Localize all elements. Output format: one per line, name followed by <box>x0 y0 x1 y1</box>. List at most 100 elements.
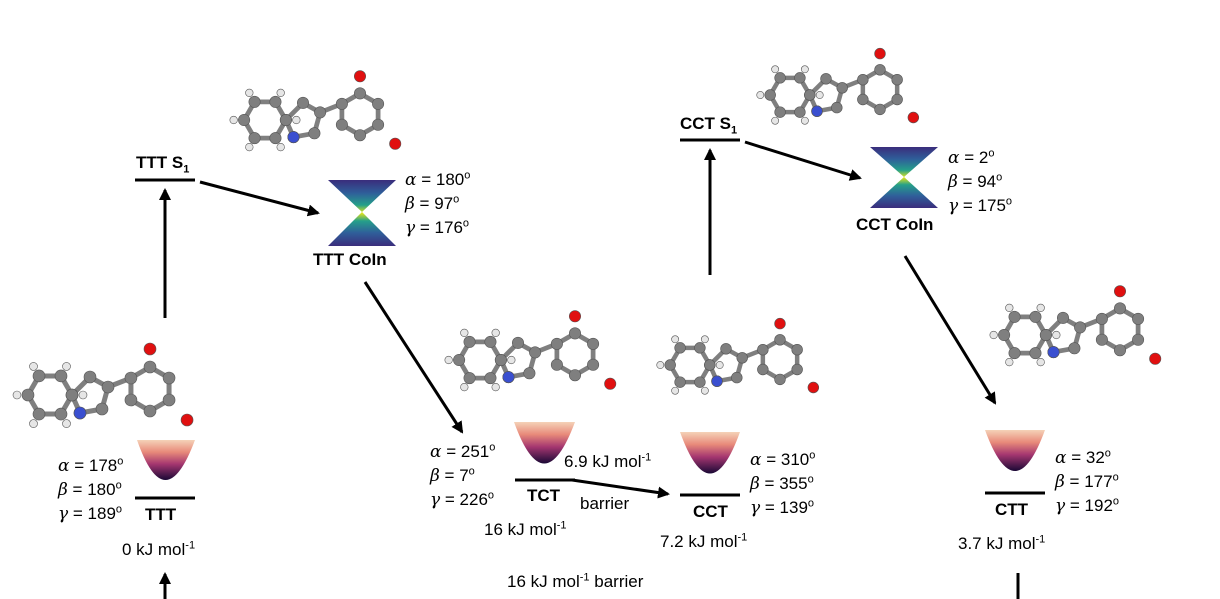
barrier-tct-cct-value: 6.9 kJ mol-1 <box>564 451 652 471</box>
energy-cct: 7.2 kJ mol-1 <box>660 531 748 551</box>
atom <box>335 97 348 110</box>
angles-ctt: α = 32o β = 177o γ = 192o <box>1055 448 1119 520</box>
atom <box>143 342 157 356</box>
atom <box>568 310 581 323</box>
arrow-ttt-coin-to-tct <box>363 281 464 434</box>
atom <box>494 353 507 366</box>
atom <box>891 73 903 86</box>
atom <box>731 371 743 384</box>
atom <box>296 96 309 109</box>
atom <box>353 70 366 83</box>
atom <box>248 132 261 145</box>
atom <box>29 362 38 371</box>
gamma-cct: γ = 139o <box>750 497 815 518</box>
atom <box>1068 342 1081 355</box>
beta-tct: β = 7o <box>430 465 475 486</box>
atom <box>292 115 301 125</box>
molecule-cct <box>656 317 820 395</box>
atom <box>65 388 79 402</box>
atom <box>162 371 176 385</box>
state-label-ttt: TTT <box>145 505 177 524</box>
atom <box>314 106 327 119</box>
alpha-cct-coin: α = 2o <box>948 147 995 168</box>
atom <box>715 361 724 369</box>
atom <box>529 346 542 359</box>
atom <box>1114 302 1127 315</box>
state-label-ctt: CTT <box>995 500 1029 519</box>
atom <box>353 129 366 142</box>
atom <box>491 383 500 392</box>
atom <box>73 406 87 420</box>
atom <box>774 72 786 84</box>
atom <box>568 369 581 382</box>
energy-ttt: 0 kJ mol-1 <box>122 539 196 559</box>
atom <box>372 118 385 131</box>
atom <box>1114 285 1127 298</box>
atom <box>757 363 769 376</box>
atom <box>491 328 500 337</box>
atom <box>587 358 600 371</box>
atom <box>831 101 843 114</box>
atom <box>671 386 680 395</box>
state-label-cct-s1: CCT S1 <box>680 114 738 137</box>
gamma-tct: γ = 226o <box>430 489 495 510</box>
atom <box>857 93 869 106</box>
atom <box>269 95 282 108</box>
angles-ttt-coin: α = 180o β = 97o γ = 176o <box>405 170 470 242</box>
atom <box>771 65 780 74</box>
atom <box>736 352 748 364</box>
atom <box>756 91 765 99</box>
atom <box>757 344 769 356</box>
atom <box>484 335 497 348</box>
atom <box>101 380 115 394</box>
atom <box>1095 312 1108 325</box>
atom <box>444 355 453 365</box>
barrier-tct-cct-word: barrier <box>580 494 630 513</box>
atom <box>162 393 176 407</box>
atom <box>143 404 157 418</box>
atom <box>463 335 476 348</box>
atom <box>1052 330 1061 340</box>
atom <box>460 328 469 337</box>
alpha-cct: α = 310o <box>750 449 816 470</box>
atom <box>124 371 138 385</box>
atom <box>124 393 138 407</box>
atom <box>245 143 254 152</box>
alpha-tct: α = 251o <box>430 441 496 462</box>
state-label-tct: TCT <box>527 486 561 505</box>
gamma-ttt: γ = 189o <box>58 503 123 524</box>
arrow-tct-to-cct <box>571 478 670 499</box>
atom <box>29 419 38 428</box>
atom <box>1008 347 1021 360</box>
atom <box>1008 310 1021 323</box>
energy-ctt: 3.7 kJ mol-1 <box>958 533 1046 553</box>
atom <box>674 376 686 388</box>
angles-cct-coin: α = 2o β = 94o γ = 175o <box>948 148 1012 220</box>
atom <box>700 335 709 344</box>
atom <box>807 381 820 394</box>
atom <box>308 127 321 140</box>
atom <box>248 95 261 108</box>
atom <box>1029 347 1042 360</box>
atom <box>353 87 366 100</box>
atom <box>1114 344 1127 357</box>
energy-tct: 16 kJ mol-1 <box>484 519 567 539</box>
atom <box>874 64 886 76</box>
atom <box>1029 310 1042 323</box>
atom <box>998 328 1011 341</box>
well-ttt <box>137 440 195 480</box>
atom <box>269 132 282 145</box>
atom <box>791 363 803 376</box>
atom <box>711 375 723 387</box>
gamma-ttt-coin: γ = 176o <box>405 217 470 238</box>
atom <box>989 330 998 340</box>
cone-ttt <box>328 180 396 246</box>
atom <box>791 344 803 356</box>
state-label-ttt-s1: TTT S1 <box>136 153 190 176</box>
atom <box>774 373 786 386</box>
atom <box>62 419 71 428</box>
atom <box>811 105 823 117</box>
atom <box>800 65 809 74</box>
atom <box>874 47 886 60</box>
